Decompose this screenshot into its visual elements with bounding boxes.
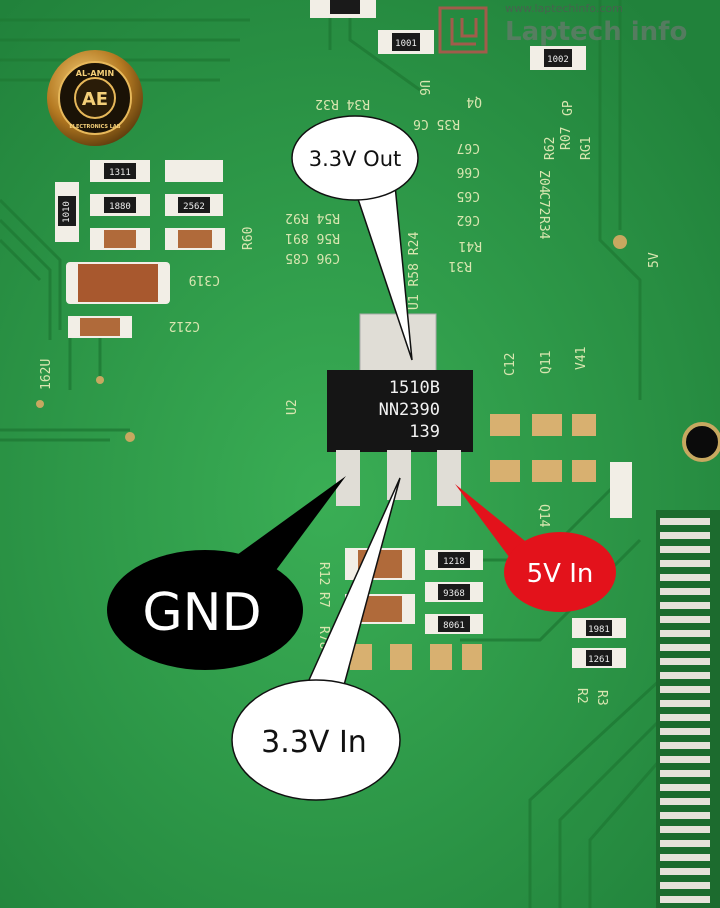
connector-pin (660, 896, 710, 903)
connector-pin (660, 588, 710, 595)
connector-pin (660, 700, 710, 707)
connector-pin (660, 728, 710, 735)
connector-pin (660, 658, 710, 665)
connector-pin (660, 616, 710, 623)
smd-components (55, 0, 632, 670)
connector-pin (660, 854, 710, 861)
chip-line1: 1510B (389, 378, 440, 398)
silk-c319: C319 (189, 272, 220, 287)
silk-r54: R54 R92 (285, 210, 340, 225)
chip-line2: NN2390 (379, 400, 440, 420)
silk-r62: R62 (543, 137, 558, 160)
connector-pin (660, 574, 710, 581)
chip-line3: 139 (409, 422, 440, 442)
silk-r2: R2 (574, 688, 589, 704)
svg-text:5V In: 5V In (527, 559, 594, 589)
svg-text:2562: 2562 (183, 202, 205, 212)
connector-pin (660, 742, 710, 749)
connector-pin (660, 630, 710, 637)
connector-pin (660, 868, 710, 875)
svg-text:1880: 1880 (109, 202, 131, 212)
traces (0, 0, 662, 908)
connector-pin (660, 714, 710, 721)
connector-pin (660, 756, 710, 763)
svg-text:AE: AE (82, 89, 108, 110)
silk-c65: C65 (457, 188, 480, 203)
silk-q14: Q14 (536, 504, 551, 528)
resistor-codes: 1001 1002 1311 1880 2562 1010 1218 9368 … (62, 39, 610, 665)
silk-c62: C62 (457, 212, 480, 227)
svg-text:1311: 1311 (109, 168, 131, 178)
al-amin-logo: AE AL-AMIN ELECTRONICS LAB (47, 50, 143, 146)
silk-gp: GP (561, 100, 576, 116)
svg-text:Laptech info: Laptech info (505, 17, 687, 47)
svg-text:www.laptechinfo.com: www.laptechinfo.com (505, 2, 623, 15)
connector-pin (660, 518, 710, 525)
silk-rg1: RG1 (579, 137, 594, 160)
silk-c12: C12 (503, 353, 518, 376)
callout-gnd: GND (107, 476, 346, 670)
svg-text:1001: 1001 (395, 39, 417, 49)
silk-c96: C96 C85 (285, 250, 340, 265)
connector-pin (660, 546, 710, 553)
silk-q4: Q4 (466, 94, 482, 109)
svg-text:GND: GND (142, 583, 261, 643)
svg-text:ELECTRONICS LAB: ELECTRONICS LAB (69, 124, 120, 130)
svg-text:1218: 1218 (443, 557, 465, 567)
silk-c66: C66 (457, 164, 480, 179)
silk-c67: C67 (457, 140, 480, 155)
silk-r56: R56 891 (285, 230, 340, 245)
edge-connector (656, 422, 720, 908)
silk-c212: C212 (169, 318, 200, 333)
connector-pin (660, 840, 710, 847)
svg-text:1981: 1981 (588, 625, 610, 635)
silk-r7: R7 (316, 592, 331, 608)
silk-v41: V41 (574, 347, 589, 370)
silk-162u: 162U (39, 359, 54, 390)
connector-pin (660, 826, 710, 833)
connector-pin (660, 602, 710, 609)
svg-text:1010: 1010 (62, 201, 72, 223)
connector-pin (660, 532, 710, 539)
callout-5v-in: 5V In (455, 484, 616, 612)
silk-u6: U6 (416, 80, 431, 96)
silk-r41: R41 (459, 238, 482, 253)
svg-text:8061: 8061 (443, 621, 465, 631)
svg-text:3.3V In: 3.3V In (261, 725, 367, 760)
connector-pin (660, 560, 710, 567)
silk-u2: U2 (285, 399, 300, 415)
connector-pin (660, 812, 710, 819)
silk-q11: Q11 (539, 351, 554, 374)
silk-r60: R60 (241, 227, 256, 250)
connector-pin (660, 882, 710, 889)
silk-r34: R34 (536, 216, 551, 240)
svg-text:1002: 1002 (547, 55, 569, 65)
svg-text:9368: 9368 (443, 589, 465, 599)
regulator-chip: 1510B NN2390 139 (327, 313, 473, 506)
silk-u1: U1 R58 R24 (407, 232, 422, 310)
silk-r3: R3 (594, 690, 609, 706)
svg-text:1261: 1261 (588, 655, 610, 665)
silk-r12: R12 (316, 562, 331, 585)
connector-pin (660, 798, 710, 805)
svg-text:3.3V Out: 3.3V Out (309, 147, 402, 171)
silk-r07: R07 (559, 127, 574, 150)
connector-pin (660, 784, 710, 791)
connector-pin (660, 686, 710, 693)
silk-z04: Z04 (536, 170, 551, 194)
connector-pin (660, 644, 710, 651)
connector-pin (660, 770, 710, 777)
silk-r31: R31 (449, 258, 472, 273)
connector-pin (660, 672, 710, 679)
svg-text:AL-AMIN: AL-AMIN (76, 69, 114, 78)
callout-3v3-out: 3.3V Out (291, 115, 419, 361)
silk-5v: 5V (647, 252, 662, 268)
silk-r35: R35 C6 (413, 116, 460, 131)
watermark: www.laptechinfo.com Laptech info (438, 2, 687, 54)
silk-c72: C72 (536, 192, 551, 215)
callout-3v3-in: 3.3V In (231, 477, 401, 801)
vias (36, 235, 627, 442)
silk-r34-r32: R34 R32 (315, 96, 370, 111)
